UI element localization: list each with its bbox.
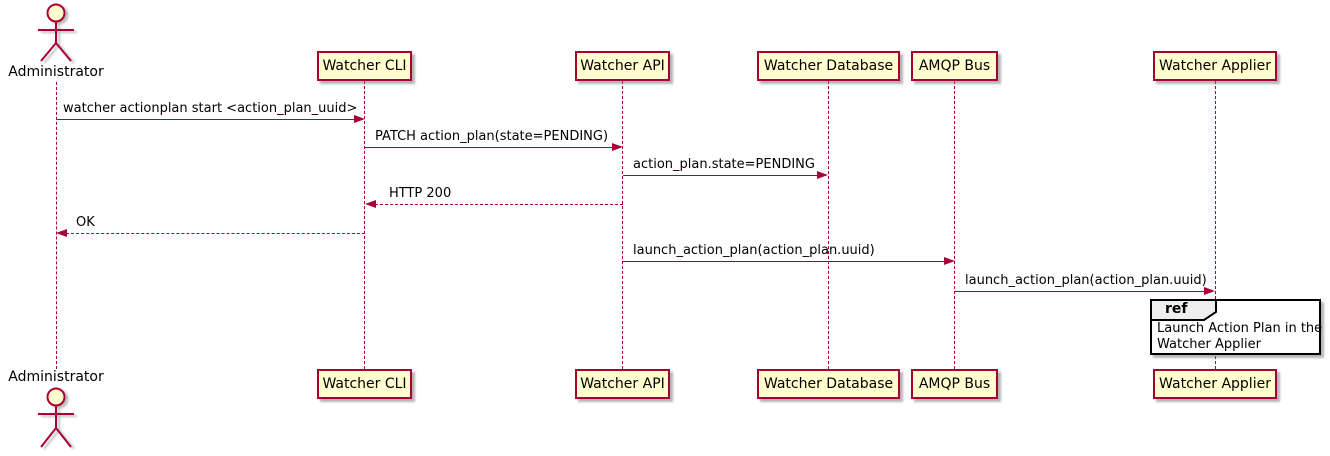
- participant-watcher-cli-bottom: Watcher CLI: [317, 369, 412, 399]
- message-line: [66, 233, 365, 234]
- arrowhead-icon: [56, 229, 67, 237]
- message-label: PATCH action_plan(state=PENDING): [375, 129, 609, 144]
- arrowhead-icon: [817, 171, 828, 179]
- message-label: action_plan.state=PENDING: [633, 157, 815, 172]
- participant-watcher-applier-bottom: Watcher Applier: [1153, 369, 1277, 399]
- participant-label: Watcher CLI: [322, 58, 407, 74]
- participant-label: Watcher API: [580, 58, 665, 74]
- participant-watcher-database-top: Watcher Database: [757, 51, 900, 81]
- participant-amqp-bus-bottom: AMQP Bus: [911, 369, 998, 399]
- lifeline-watcher-applier: [1215, 81, 1216, 369]
- message-line: [623, 261, 945, 262]
- ref-header-shape: [1150, 299, 1217, 321]
- ref-fragment: ref Launch Action Plan in the Watcher Ap…: [1150, 299, 1323, 355]
- lifeline-administrator: [56, 82, 57, 369]
- message-line: [955, 291, 1205, 292]
- participant-label: Watcher CLI: [322, 376, 407, 392]
- ref-text-line: Watcher Applier: [1157, 337, 1261, 352]
- participant-watcher-api-top: Watcher API: [575, 51, 670, 81]
- participant-label: Watcher Applier: [1159, 58, 1271, 74]
- message-line: [375, 204, 623, 205]
- message-label: OK: [76, 215, 95, 230]
- message-line: [623, 175, 818, 176]
- arrowhead-icon: [365, 200, 376, 208]
- participant-amqp-bus-top: AMQP Bus: [911, 51, 998, 81]
- actor-label-bottom: Administrator: [8, 369, 104, 385]
- lifeline-amqp-bus: [954, 81, 955, 369]
- lifeline-watcher-database: [828, 81, 829, 369]
- participant-label: Watcher Database: [763, 376, 894, 392]
- participant-label: AMQP Bus: [918, 376, 991, 392]
- participant-watcher-api-bottom: Watcher API: [575, 369, 670, 399]
- arrowhead-icon: [1204, 287, 1215, 295]
- message-line: [56, 119, 356, 120]
- participant-label: Watcher API: [580, 376, 665, 392]
- message-label: HTTP 200: [389, 186, 452, 201]
- participant-watcher-applier-top: Watcher Applier: [1153, 51, 1277, 81]
- participant-label: AMQP Bus: [918, 58, 991, 74]
- participant-label: Watcher Applier: [1159, 376, 1271, 392]
- message-label: watcher actionplan start <action_plan_uu…: [63, 101, 358, 116]
- lifeline-watcher-cli: [364, 81, 365, 369]
- ref-text-line: Launch Action Plan in the: [1157, 321, 1323, 336]
- participant-watcher-database-bottom: Watcher Database: [757, 369, 900, 399]
- actor-icon: [38, 3, 74, 62]
- actor-label-top: Administrator: [8, 64, 104, 80]
- arrowhead-icon: [612, 143, 623, 151]
- message-line: [365, 147, 613, 148]
- message-label: launch_action_plan(action_plan.uuid): [633, 243, 875, 258]
- arrowhead-icon: [944, 257, 955, 265]
- participant-label: Watcher Database: [763, 58, 894, 74]
- arrowhead-icon: [354, 115, 365, 123]
- message-label: launch_action_plan(action_plan.uuid): [965, 273, 1207, 288]
- actor-icon: [38, 387, 74, 448]
- ref-keyword: ref: [1165, 301, 1188, 317]
- lifeline-watcher-api: [622, 81, 623, 369]
- participant-watcher-cli-top: Watcher CLI: [317, 51, 412, 81]
